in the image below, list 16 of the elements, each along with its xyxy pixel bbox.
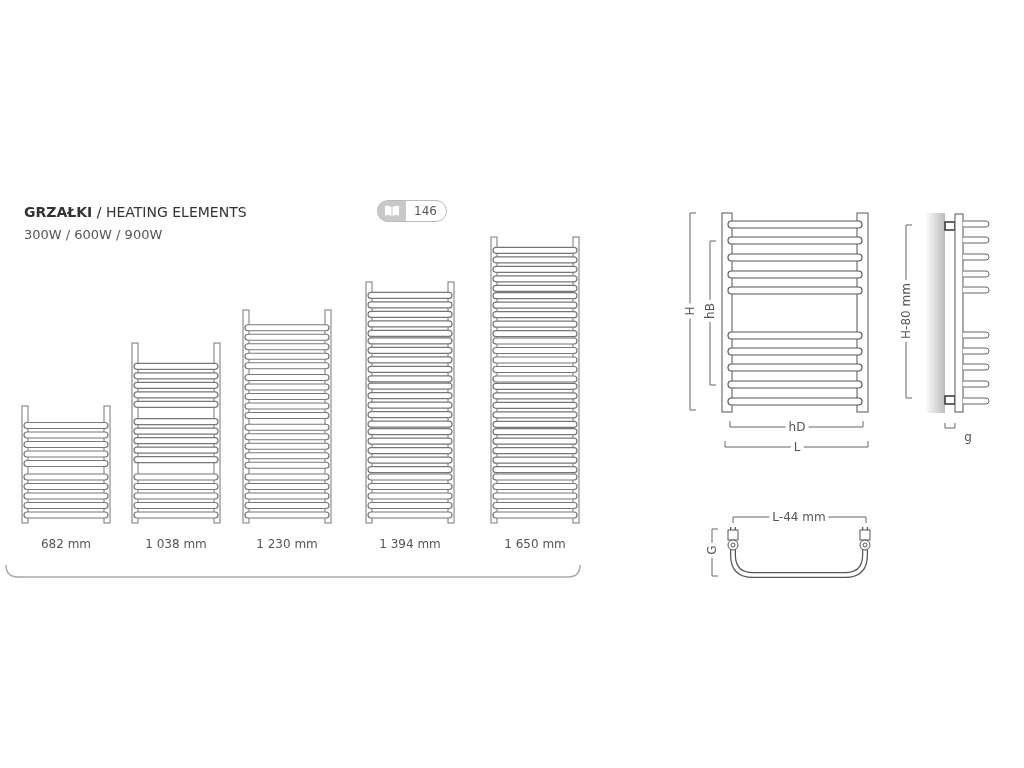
dimension-label: hB (704, 300, 716, 322)
dimension-label: hD (785, 421, 809, 433)
page-number: 146 (414, 205, 437, 217)
dimension-label: L-44 mm (769, 511, 829, 523)
length-label: 682 mm (40, 538, 92, 550)
length-label: 1 394 mm (379, 538, 441, 550)
dimension-label: H (684, 303, 696, 319)
dimension-label: L (790, 441, 804, 453)
dimension-label: H-80 mm (900, 280, 912, 342)
length-label: 1 230 mm (256, 538, 318, 550)
length-label: 1 038 mm (145, 538, 207, 550)
dimension-label: G (706, 542, 718, 558)
dimension-label: g (964, 431, 972, 443)
length-label: 1 650 mm (504, 538, 566, 550)
heading: GRZAŁKI / HEATING ELEMENTS (24, 205, 247, 219)
power-rating-text: 300W / 600W / 900W (24, 228, 163, 241)
